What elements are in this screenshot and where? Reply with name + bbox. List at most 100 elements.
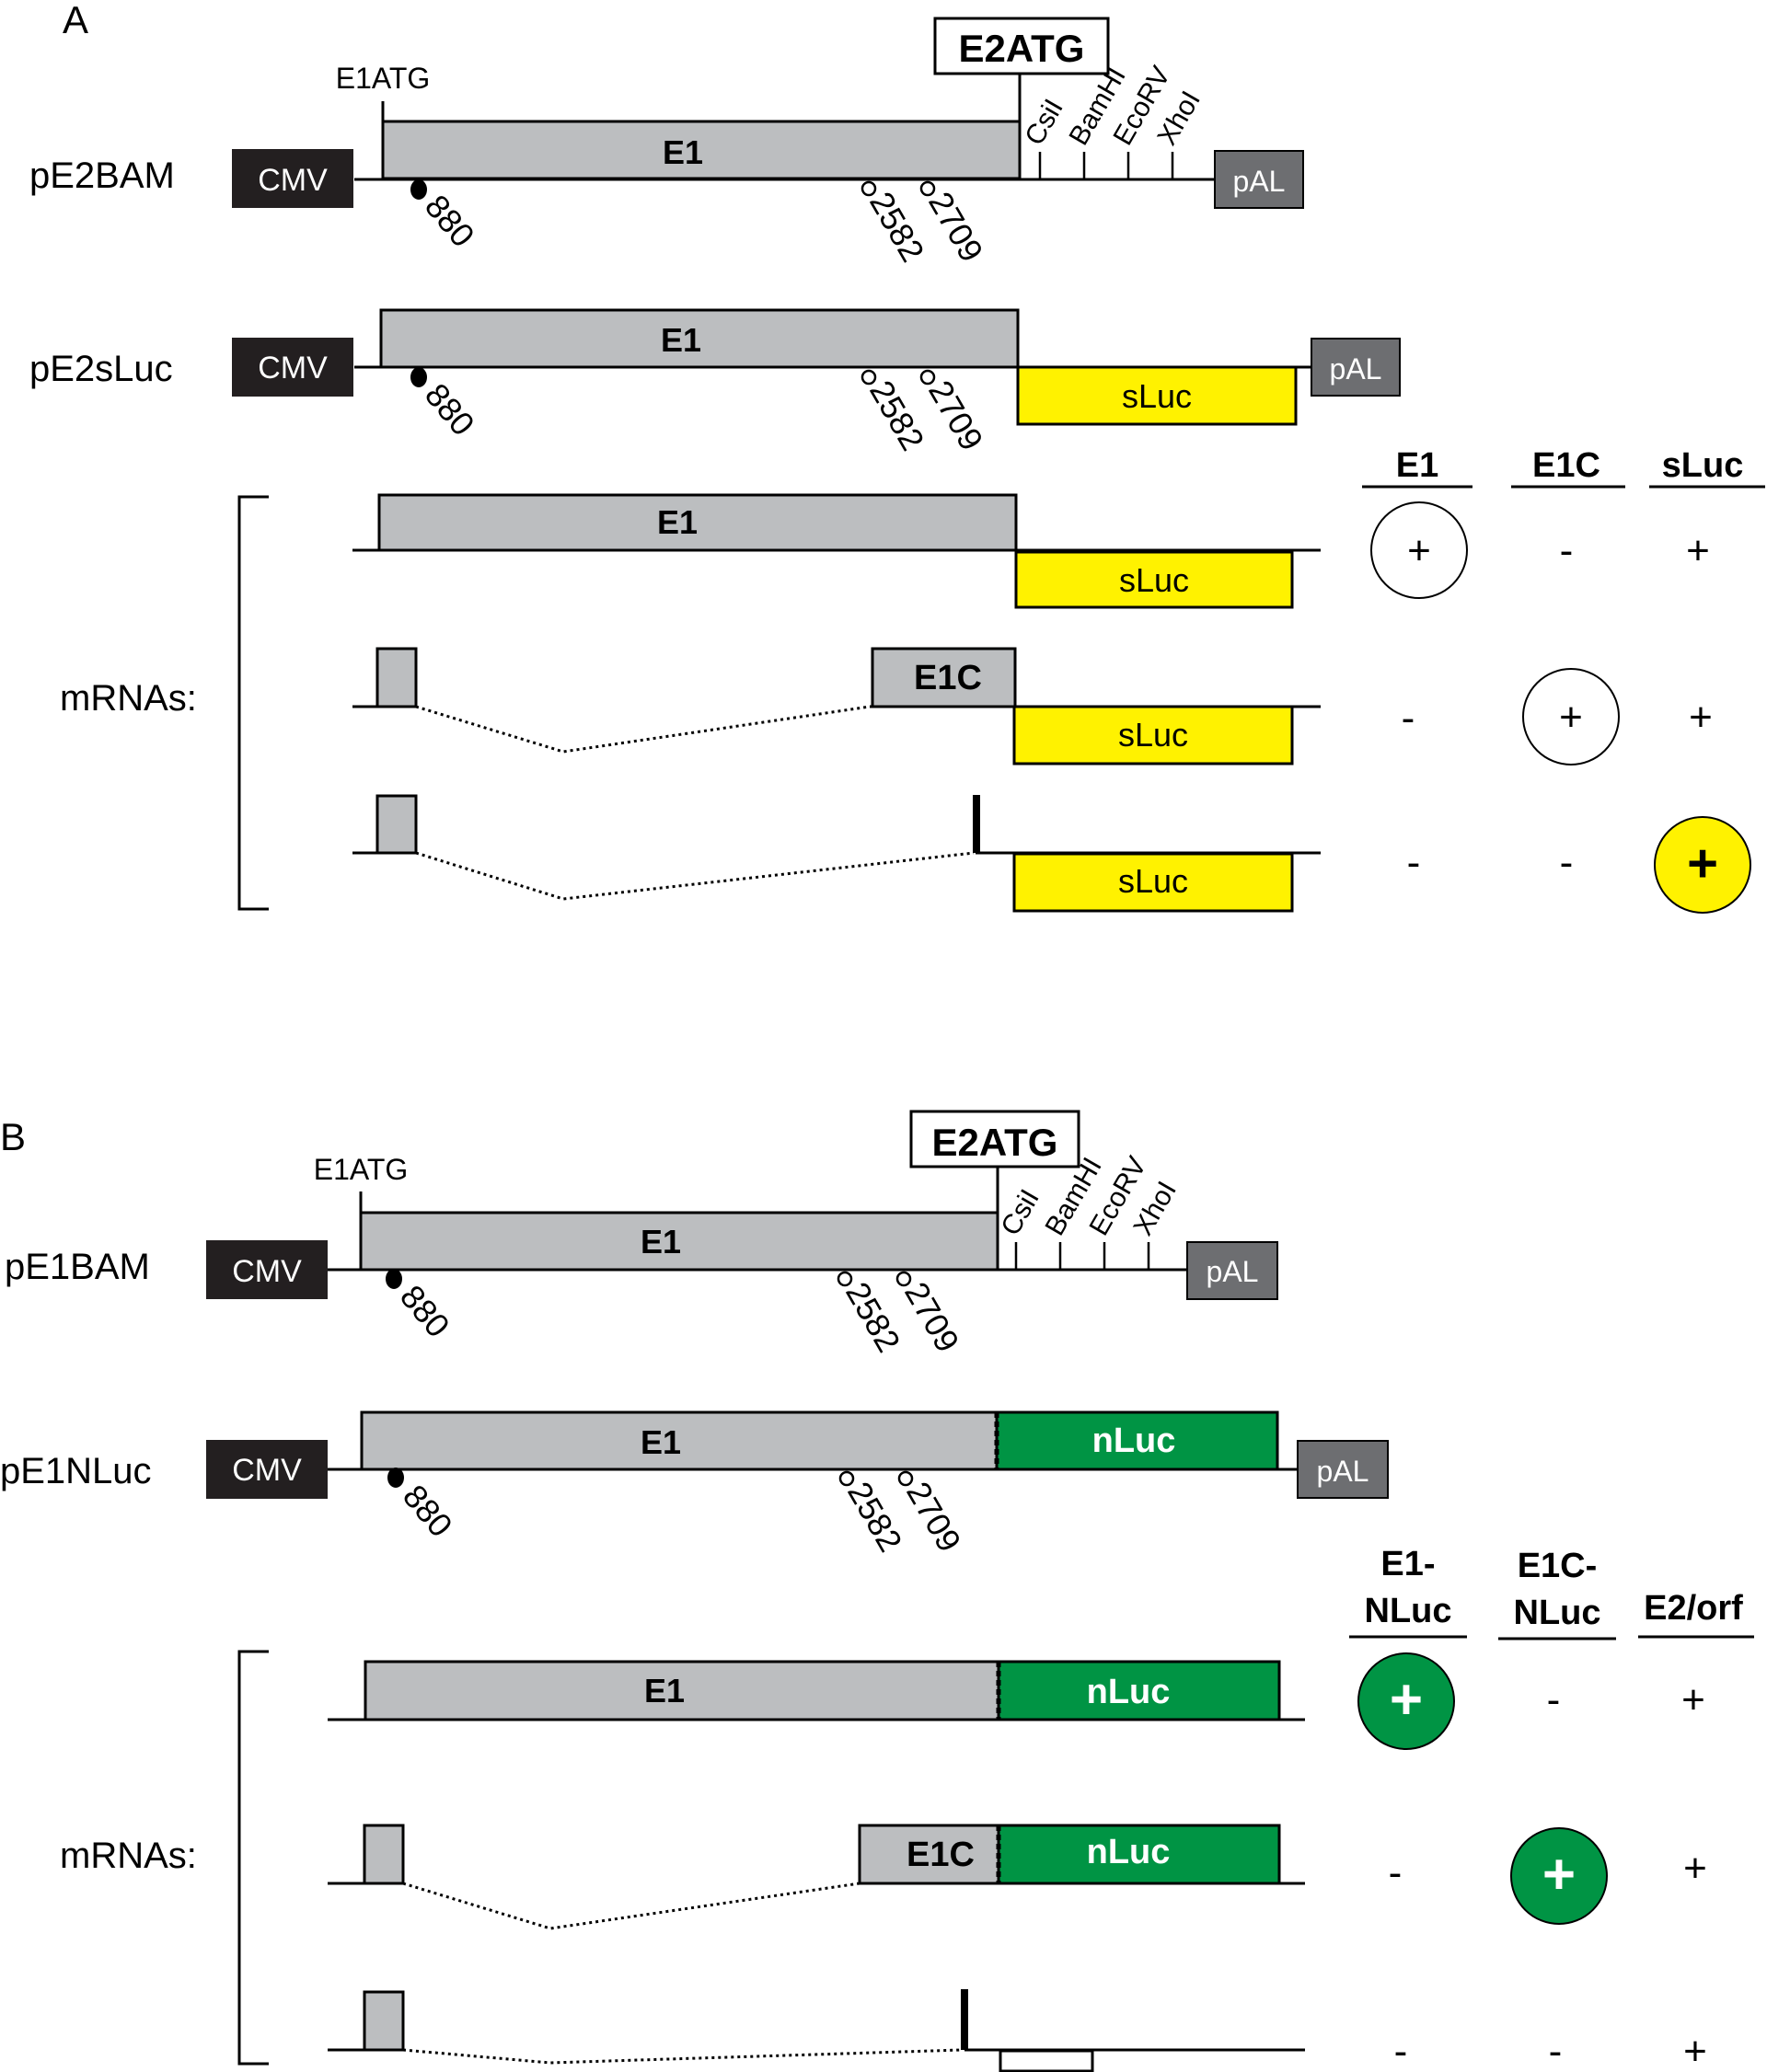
result-cell: - [1547, 1677, 1561, 1722]
mrnas-label: mRNAs: [60, 678, 197, 719]
table-header: NLuc [1365, 1592, 1452, 1630]
result-cell: - [1389, 1850, 1403, 1895]
mrnas-panel-a: mRNAs: E1 sLuc E1C sLuc sLuc [60, 493, 1321, 913]
construct-name: pE2BAM [29, 155, 175, 196]
e1atg-label: E1ATG [336, 62, 431, 95]
table-header: E1 [1396, 446, 1438, 485]
result-table-a: E1 E1C sLuc + - + - + + - - + [1362, 446, 1765, 914]
panel-a-label: A [63, 0, 88, 41]
cmv-label: CMV [258, 351, 328, 386]
site-880-dot-filled [410, 367, 427, 387]
e1-label: E1 [644, 1672, 685, 1709]
restriction-site-ticks [1038, 152, 1174, 179]
cmv-label: CMV [232, 1453, 302, 1488]
result-highlight-circle [1654, 816, 1751, 914]
result-cell: + [1689, 695, 1713, 740]
e1c-exon-box [858, 1824, 1000, 1885]
mrna-bracket [237, 495, 269, 911]
e1-label: E1 [641, 1423, 681, 1461]
site-880-dot-filled [387, 1468, 404, 1488]
nluc-label: nLuc [1087, 1833, 1171, 1871]
result-cell: - [1394, 2029, 1408, 2072]
pos-880: 880 [418, 188, 482, 254]
e1-gene-box [360, 1410, 999, 1471]
nluc-reporter-box [997, 1660, 1281, 1721]
e1-label: E1 [641, 1223, 681, 1260]
sluc-reporter-box [1014, 550, 1294, 609]
pos-2709: 2709 [899, 1476, 969, 1559]
result-cell: + [1687, 834, 1718, 893]
table-header: E1C [1532, 446, 1600, 485]
result-cell: - [1407, 840, 1421, 885]
result-highlight-circle [1510, 1827, 1608, 1925]
table-header: E2/orf [1644, 1589, 1743, 1628]
sluc-reporter-box [1012, 705, 1294, 765]
pal-box [1214, 150, 1304, 209]
splice-junction-bar [973, 795, 980, 853]
table-header: E1- [1380, 1545, 1435, 1583]
construct-name: pE2sLuc [29, 349, 173, 389]
result-cell: + [1407, 528, 1431, 573]
e1-exon-box [377, 493, 1018, 552]
site-2709-dot-open [919, 369, 936, 386]
e1-label: E1 [657, 503, 698, 541]
panel-b-label: B [0, 1115, 26, 1158]
result-cell: - [1549, 2029, 1563, 2072]
cmv-label: CMV [258, 163, 328, 198]
result-cell: - [1560, 840, 1574, 885]
e1c-label: E1C [914, 659, 982, 697]
site-2582-dot-open [860, 369, 877, 386]
pos-2582: 2582 [862, 186, 932, 269]
result-highlight-circle [1522, 668, 1620, 765]
sluc-label: sLuc [1122, 377, 1192, 415]
pal-box [1311, 338, 1401, 397]
exon1-box [363, 1824, 405, 1885]
site-880-dot-filled [386, 1269, 402, 1289]
cmv-promoter-box [232, 149, 353, 208]
sluc-reporter-box [1012, 852, 1294, 913]
intron-splice [402, 1882, 860, 1930]
panel-b: B pE1BAM CMV E1 E1ATG E2ATG CsiI BamHI E… [0, 1110, 1754, 2072]
site-2709-dot-open [895, 1271, 912, 1287]
result-highlight-circle [1357, 1652, 1455, 1750]
mrna-bracket [237, 1650, 269, 2066]
table-header: sLuc [1662, 446, 1744, 485]
result-cell: - [1402, 696, 1415, 741]
pal-label: pAL [1317, 1455, 1369, 1488]
site-2582-dot-open [838, 1470, 855, 1487]
pal-box [1186, 1241, 1278, 1300]
pal-label: pAL [1330, 352, 1382, 386]
sluc-reporter-box [1016, 365, 1298, 426]
site-2709-dot-open [897, 1470, 914, 1487]
pos-2709: 2709 [897, 1276, 967, 1359]
restriction-site-ticks [1014, 1242, 1150, 1270]
pos-2582: 2582 [840, 1476, 910, 1559]
e1-label: E1 [661, 321, 701, 359]
result-cell: + [1681, 1677, 1705, 1722]
nluc-label: nLuc [1087, 1673, 1171, 1711]
e1atg-label: E1ATG [314, 1153, 409, 1186]
result-cell: + [1559, 695, 1583, 740]
intron-splice [415, 705, 871, 754]
exon1-box [375, 647, 418, 708]
site-2709-dot-open [919, 180, 936, 197]
e2atg-label: E2ATG [932, 1121, 1058, 1164]
pal-label: pAL [1207, 1255, 1259, 1288]
result-cell: + [1686, 528, 1710, 573]
construct-pe2sluc: pE2sLuc CMV E1 sLuc pAL 880 2582 2709 [29, 308, 1401, 457]
e1-gene-box [381, 120, 1022, 180]
pos-880: 880 [393, 1278, 457, 1344]
result-table-b: E1- NLuc E1C- NLuc E2/orf + - + - + + - … [1349, 1545, 1754, 2072]
site-880-dot-filled [410, 179, 427, 200]
nluc-reporter-box [995, 1410, 1279, 1471]
e1c-label: E1C [907, 1836, 975, 1874]
exon1-box [375, 794, 418, 855]
nluc-label: nLuc [1092, 1422, 1176, 1460]
pos-2709: 2709 [921, 374, 991, 457]
pos-880: 880 [418, 376, 482, 443]
e1c-exon-box [871, 647, 1017, 708]
e1-label: E1 [663, 133, 703, 171]
pos-2582: 2582 [838, 1276, 908, 1359]
site-2582-dot-open [837, 1271, 853, 1287]
